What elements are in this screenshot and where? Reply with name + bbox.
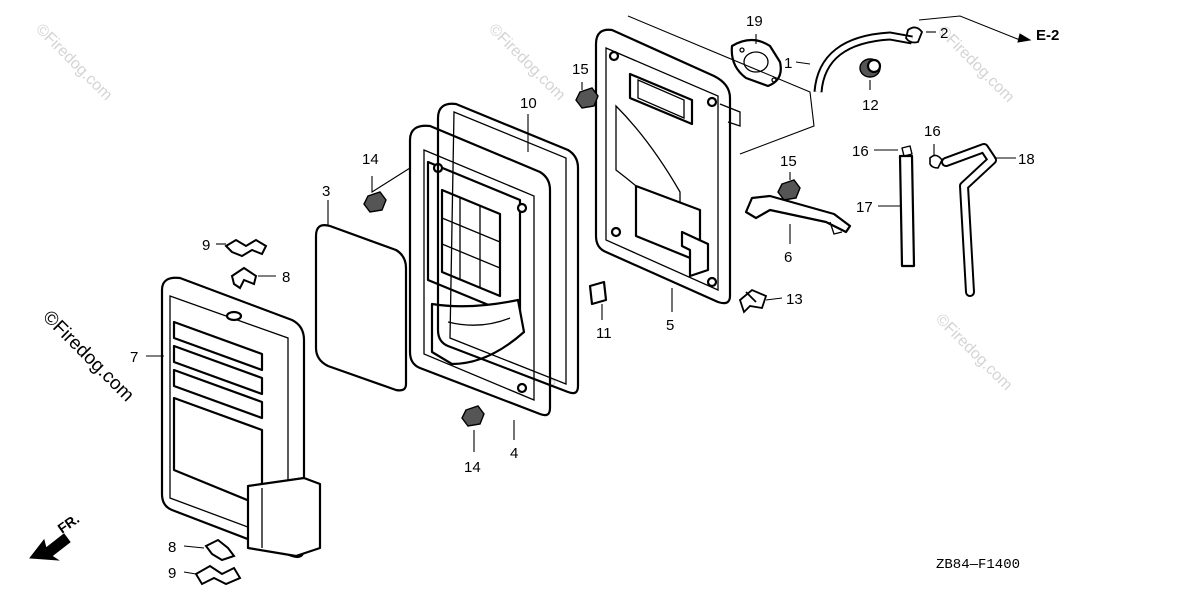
e2-reference-label: E-2 — [1036, 27, 1059, 44]
callout-17: 17 — [856, 199, 873, 216]
part-6-bracket — [744, 194, 852, 235]
part-3-filter-element — [314, 224, 408, 392]
part-18-bent-tube — [941, 143, 997, 297]
callout-2: 2 — [940, 25, 948, 42]
callout-8a: 8 — [282, 269, 290, 286]
part-12-grommet — [859, 58, 882, 78]
callout-13: 13 — [786, 291, 803, 308]
callout-15a: 15 — [572, 61, 589, 78]
watermark-dark: ©Firedog.com — [38, 307, 137, 406]
part-5-air-cleaner-case — [594, 28, 741, 305]
callout-14a: 14 — [362, 151, 379, 168]
callout-19: 19 — [746, 13, 763, 30]
callout-1: 1 — [784, 55, 792, 72]
e2-reference-arrow — [1017, 33, 1032, 43]
callout-18: 18 — [1018, 151, 1035, 168]
part-15-nuts — [575, 87, 801, 201]
part-16-clips — [901, 145, 943, 169]
part-13-clamp — [738, 288, 768, 314]
callout-15b: 15 — [780, 153, 797, 170]
callout-7: 7 — [130, 349, 138, 366]
callout-16a: 16 — [852, 143, 869, 160]
part-11-collar — [588, 280, 608, 306]
part-2-clip — [905, 26, 924, 44]
callout-12: 12 — [862, 97, 879, 114]
part-4-filter-case — [408, 124, 552, 417]
watermark-1: ©Firedog.com — [32, 21, 115, 104]
callout-5: 5 — [666, 317, 674, 334]
callout-labels: 1 2 3 4 5 6 7 8 8 9 9 10 11 12 13 14 14 … — [130, 13, 1035, 582]
callout-6: 6 — [784, 249, 792, 266]
part-7-air-cleaner-cover — [160, 276, 322, 559]
part-10-gasket — [436, 102, 580, 395]
callout-4: 4 — [510, 445, 518, 462]
front-label: FR. — [55, 510, 83, 536]
callout-11: 11 — [596, 325, 612, 342]
callout-16b: 16 — [924, 123, 941, 140]
leader-lines — [146, 15, 1021, 575]
callout-9a: 9 — [202, 237, 210, 254]
callout-14b: 14 — [464, 459, 481, 476]
callout-10: 10 — [520, 95, 537, 112]
watermark-5: ©Firedog.com — [932, 311, 1015, 394]
callout-3: 3 — [322, 183, 330, 200]
clips-8-9 — [194, 238, 268, 586]
callout-9b: 9 — [168, 565, 176, 582]
part-1-breather-tube — [813, 31, 913, 93]
part-17-tube — [898, 154, 916, 268]
part-14-nuts — [363, 191, 485, 427]
callout-8b: 8 — [168, 539, 176, 556]
watermark-2: ©Firedog.com — [485, 21, 568, 104]
front-direction-arrow: FR. — [29, 510, 83, 561]
diagram-code: ZB84—F1400 — [936, 557, 1020, 573]
